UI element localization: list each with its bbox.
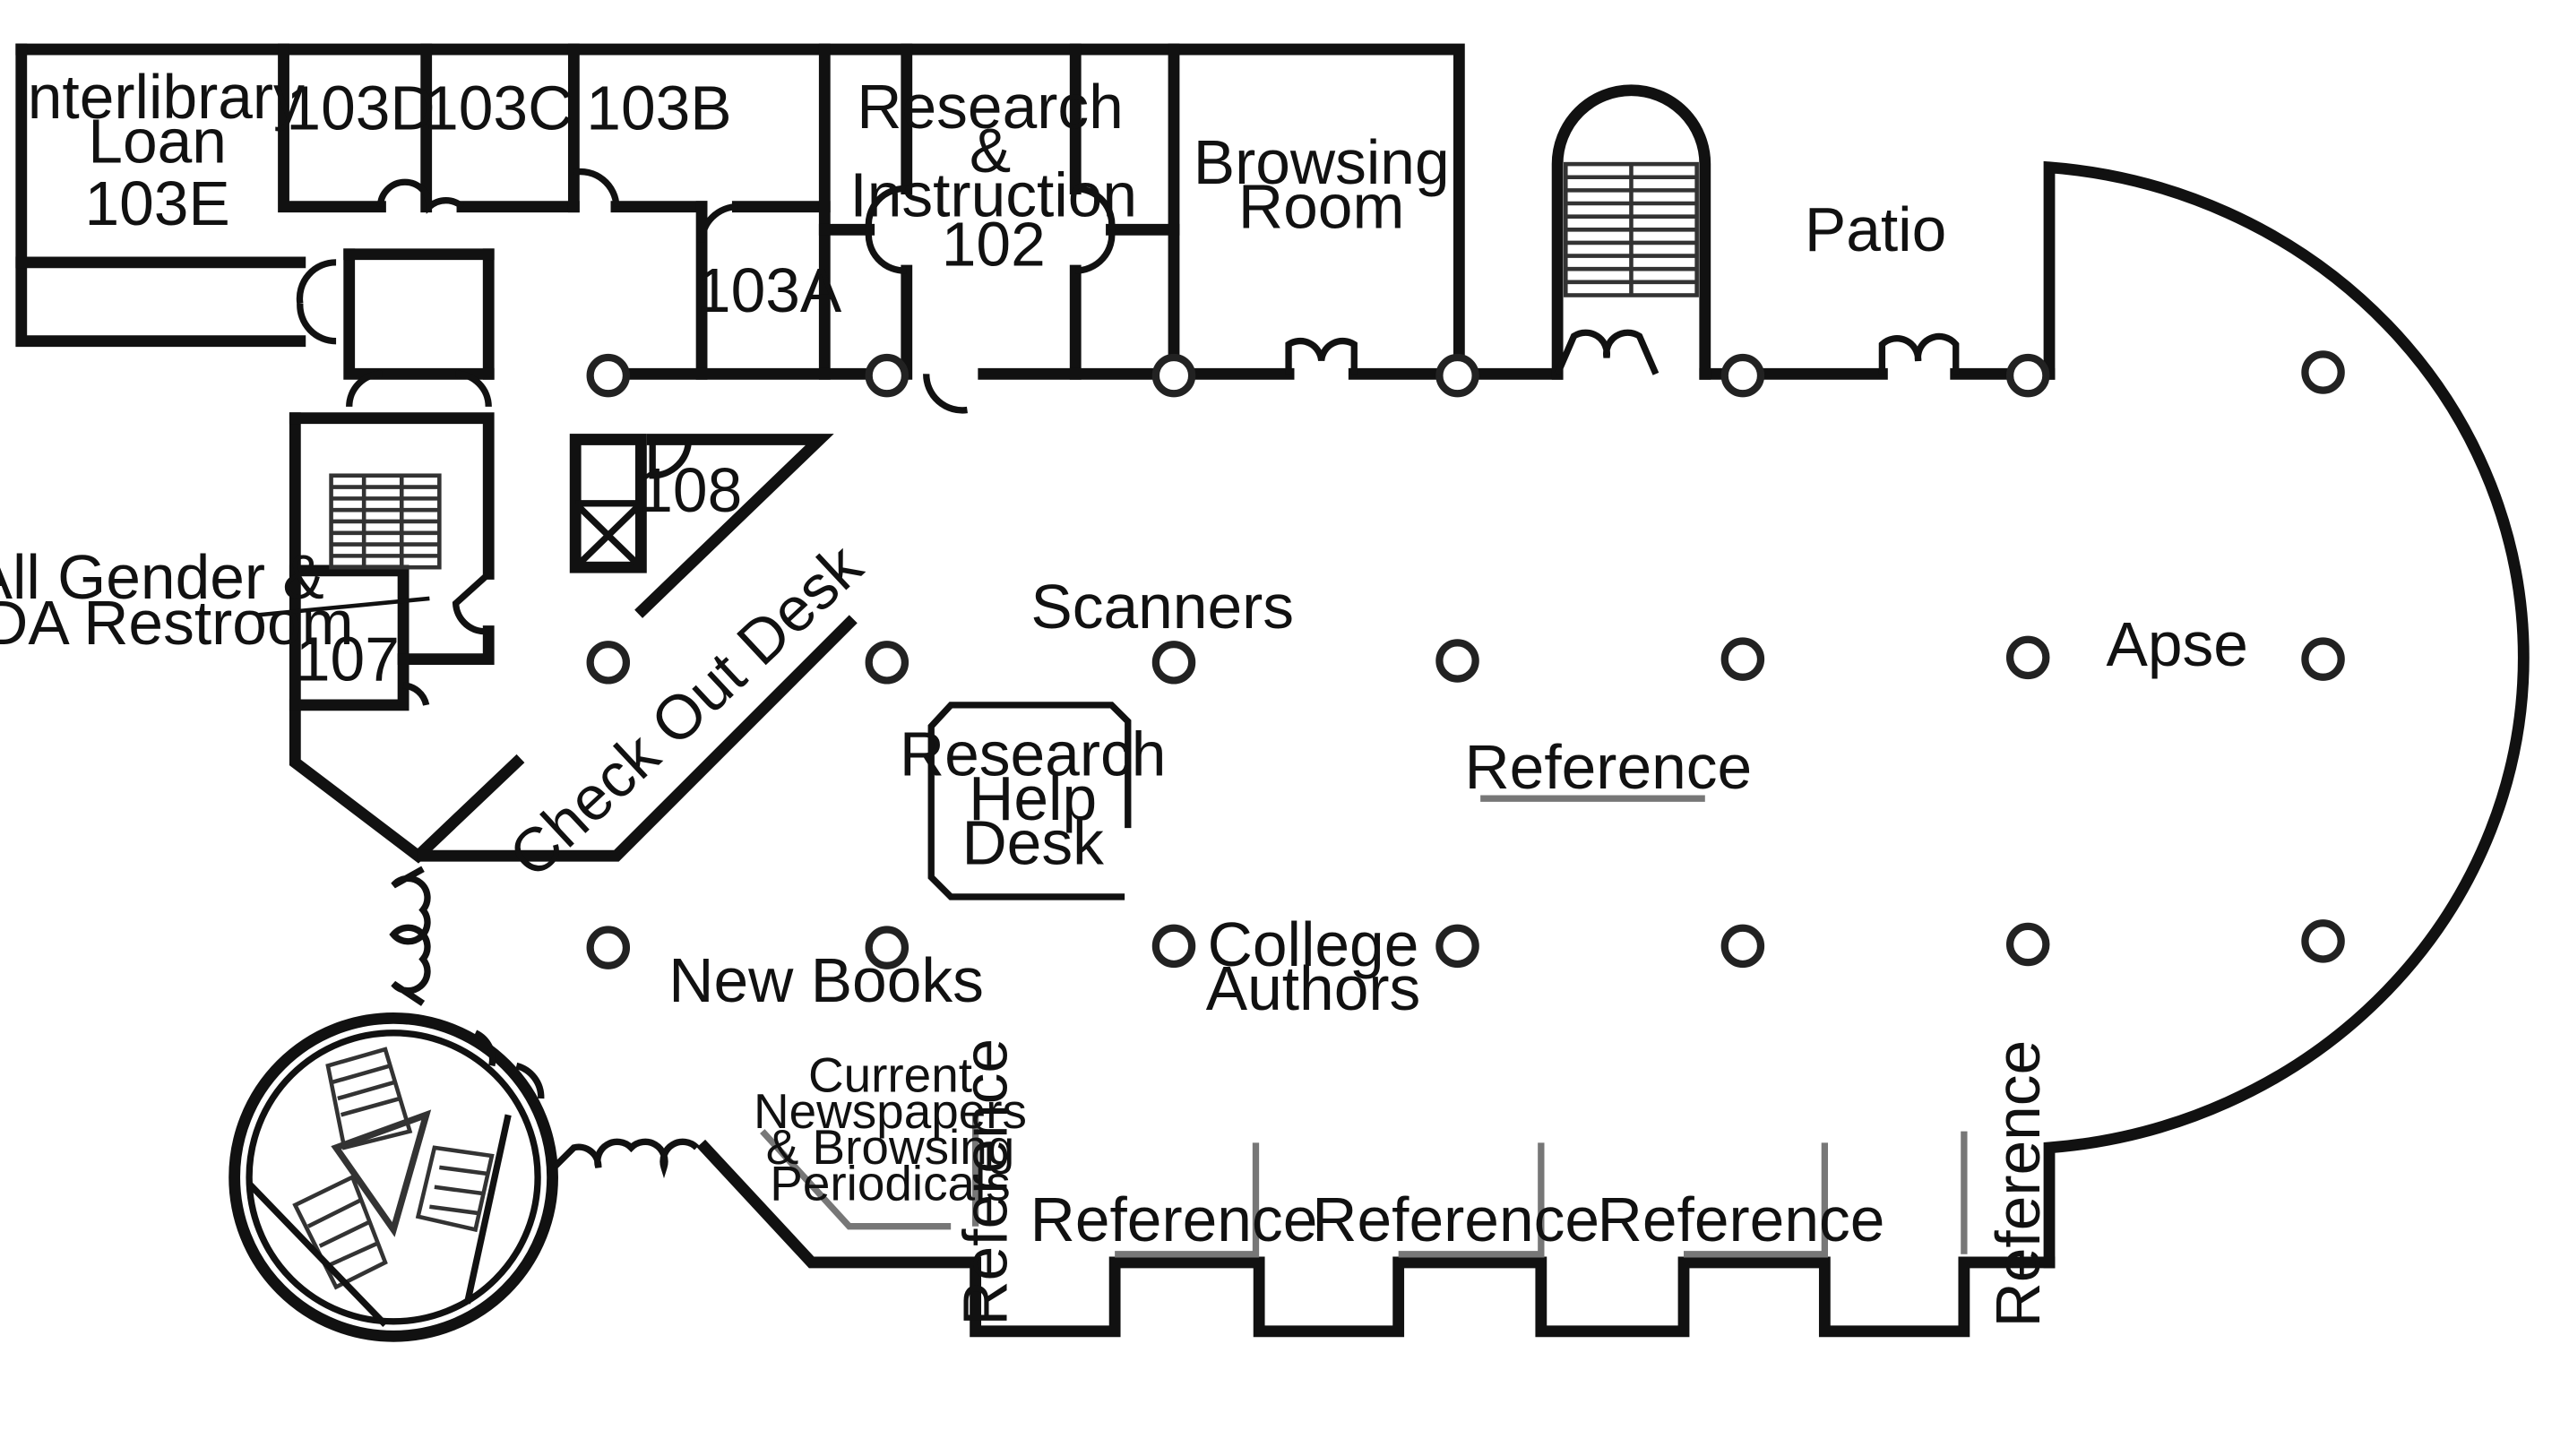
room-103a-label: 103A bbox=[696, 255, 842, 325]
columns bbox=[586, 350, 2345, 969]
college-authors-label-1: College bbox=[1208, 909, 1419, 979]
shelving bbox=[760, 795, 1968, 1258]
research-instruction-label-2: & bbox=[970, 116, 1011, 185]
periodicals-label-3: & Browsing bbox=[766, 1119, 1015, 1175]
apse-label: Apse bbox=[2106, 609, 2247, 679]
stairs bbox=[246, 161, 1699, 1328]
periodicals-label-2: Newspapers bbox=[754, 1083, 1027, 1139]
area-labels: Check Out Desk Scanners Research Help De… bbox=[496, 530, 2053, 1328]
room-103d-label: 103D bbox=[286, 73, 435, 143]
reference-bay-label-3: Reference bbox=[1312, 1185, 1599, 1254]
new-books-label: New Books bbox=[668, 945, 984, 1015]
restroom-leader-line bbox=[258, 596, 430, 617]
research-help-desk-label-1: Research bbox=[900, 719, 1167, 789]
research-help-desk-label-2: Help bbox=[969, 763, 1097, 833]
reference-bay-label-1: Reference bbox=[950, 1038, 1020, 1326]
interlibrary-loan-label-2: Loan bbox=[88, 106, 227, 176]
room-labels: Interlibrary Loan 103E 103D 103C 103B 10… bbox=[0, 62, 2248, 694]
research-instruction-label-3: Instruction bbox=[849, 160, 1137, 230]
restroom-label-2: ADA Restroom bbox=[0, 588, 354, 658]
room-103e-number: 103E bbox=[84, 168, 229, 238]
reference-bay-label-4: Reference bbox=[1598, 1185, 1885, 1254]
reference-bay-label-2: Reference bbox=[1030, 1185, 1318, 1254]
periodicals-label-1: Current bbox=[808, 1047, 972, 1103]
interlibrary-loan-label: Interlibrary bbox=[10, 62, 305, 132]
room-108-label: 108 bbox=[638, 455, 742, 525]
room-103b-label: 103B bbox=[586, 73, 731, 143]
research-instruction-label-1: Research bbox=[857, 72, 1124, 142]
room-107-label: 107 bbox=[296, 624, 400, 694]
room-102-number: 102 bbox=[942, 210, 1046, 280]
room-103c-label: 103C bbox=[424, 73, 573, 143]
reference-center-label: Reference bbox=[1464, 732, 1752, 802]
check-out-desk-label: Check Out Desk bbox=[496, 530, 875, 891]
browsing-room-label-1: Browsing bbox=[1194, 127, 1450, 197]
doors bbox=[296, 168, 1960, 1179]
restroom-label-1: All Gender & bbox=[0, 542, 324, 612]
browsing-room-label-2: Room bbox=[1238, 171, 1404, 241]
outer-walls bbox=[15, 43, 2530, 1342]
research-help-desk-label-3: Desk bbox=[961, 807, 1104, 877]
patio-label: Patio bbox=[1805, 194, 1946, 264]
scanners-label: Scanners bbox=[1030, 572, 1294, 642]
reference-bay-label-5: Reference bbox=[1983, 1040, 2053, 1328]
periodicals-label-4: Periodicals bbox=[770, 1155, 1010, 1210]
college-authors-label-2: Authors bbox=[1206, 953, 1421, 1023]
